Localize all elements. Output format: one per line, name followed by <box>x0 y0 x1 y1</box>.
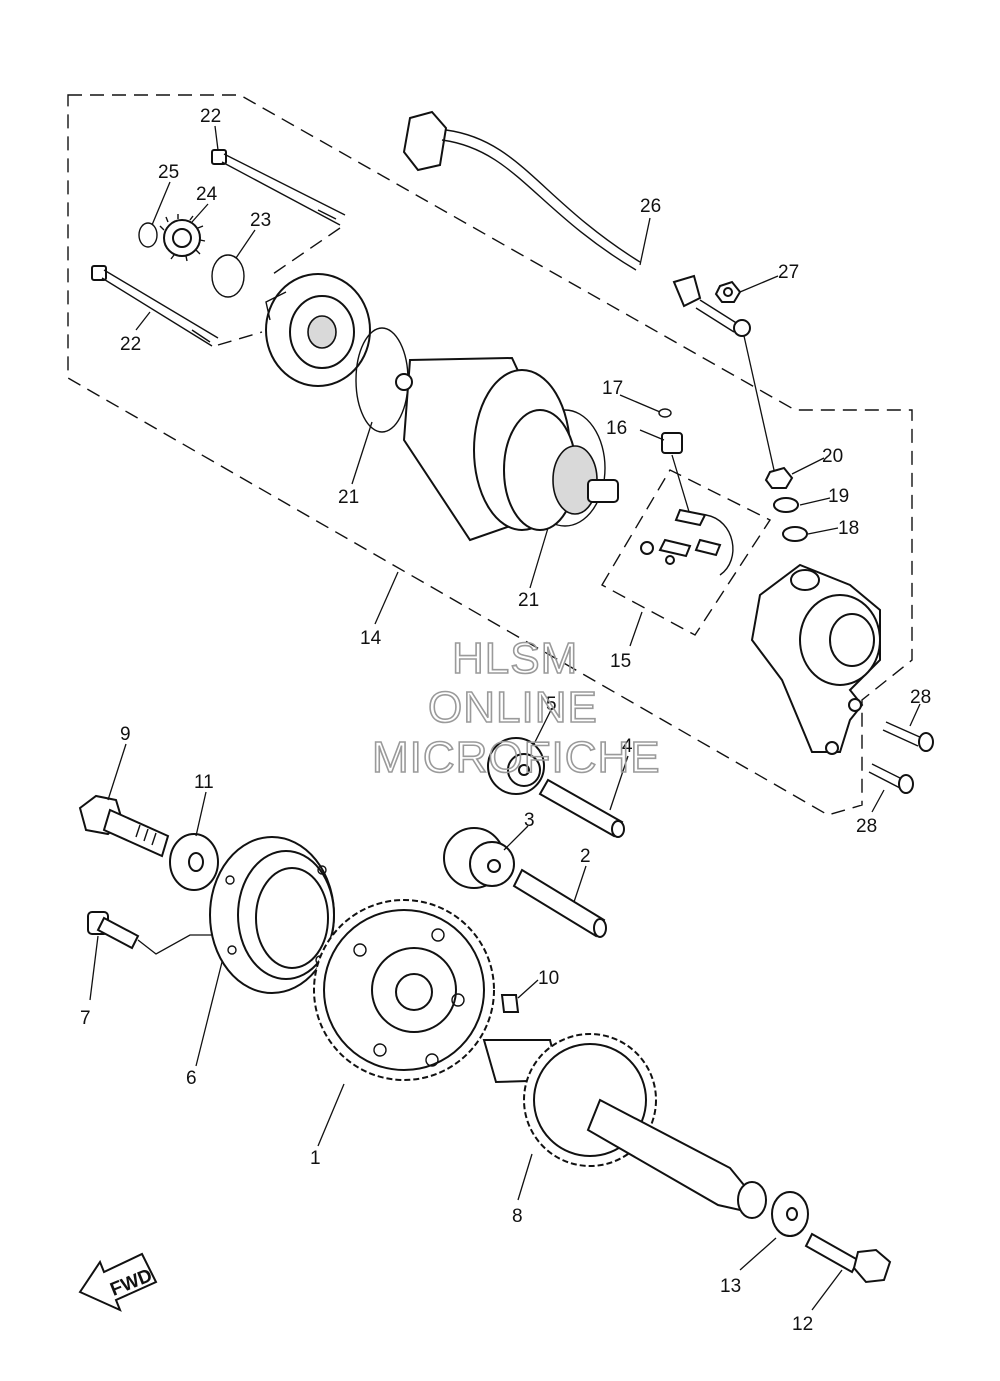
callout-28-top: 28 <box>910 687 931 708</box>
watermark-line-1: HLSM <box>452 634 578 683</box>
callout-8: 8 <box>512 1206 523 1227</box>
starter-clutch-6 <box>209 836 335 994</box>
callout-3: 3 <box>524 810 535 831</box>
callout-9: 9 <box>120 724 131 745</box>
starter-wheel-gear-1 <box>313 899 495 1081</box>
bolt-9 <box>78 794 170 858</box>
brush-set-15 <box>640 508 734 576</box>
idler-gear-5 <box>487 737 545 795</box>
idler-shaft-2 <box>512 868 607 938</box>
callout-18: 18 <box>838 518 859 539</box>
long-bolt-22-lower <box>91 265 219 347</box>
callout-21-left: 21 <box>338 487 359 508</box>
watermark: HLSM ONLINE MICROFICHE <box>371 633 661 783</box>
callout-17: 17 <box>602 378 623 399</box>
starter-motor-body <box>395 356 619 542</box>
callout-10: 10 <box>538 968 559 989</box>
idler-shaft-4 <box>538 778 625 838</box>
callout-1: 1 <box>310 1148 321 1169</box>
callout-11: 11 <box>194 772 214 793</box>
callout-14: 14 <box>360 628 382 649</box>
washer-11 <box>169 833 219 891</box>
bolt-path-lines <box>217 227 341 346</box>
bolt-7 <box>87 911 212 955</box>
bolt-28-upper <box>882 721 934 752</box>
callout-15: 15 <box>610 651 631 672</box>
assembly-outline-14 <box>67 94 913 816</box>
o-ring-23 <box>211 254 245 298</box>
assembly-outline-15 <box>601 469 772 636</box>
callout-20: 20 <box>822 446 843 467</box>
starter-cable-26 <box>402 110 775 471</box>
callout-25: 25 <box>158 162 179 183</box>
terminal-bolt-16 <box>661 432 691 516</box>
circlip-25 <box>138 222 158 248</box>
washer-18 <box>782 526 808 542</box>
callout-13: 13 <box>720 1276 741 1297</box>
nut-27 <box>714 280 742 303</box>
callout-12: 12 <box>792 1314 813 1335</box>
gear-shaft-8 <box>482 1033 767 1219</box>
callout-22-top: 22 <box>200 106 221 127</box>
callout-6: 6 <box>186 1068 197 1089</box>
callout-4: 4 <box>622 736 633 757</box>
callout-5: 5 <box>546 694 557 715</box>
callout-26: 26 <box>640 196 661 217</box>
callout-labels: 22 25 24 23 22 21 21 14 15 17 16 26 27 2… <box>80 106 931 1335</box>
circlip-17 <box>658 408 672 418</box>
starter-front-cover <box>265 273 371 387</box>
callout-7: 7 <box>80 1008 91 1029</box>
leader-lines <box>89 125 921 1311</box>
callout-28-bottom: 28 <box>856 816 877 837</box>
long-bolt-22-upper <box>211 149 346 226</box>
bolt-28-lower <box>868 763 914 794</box>
flange-bolt-12 <box>804 1232 892 1284</box>
callout-19: 19 <box>828 486 849 507</box>
pinion-gear-24 <box>159 214 206 262</box>
callout-23: 23 <box>250 210 271 231</box>
fwd-arrow-icon: FWD <box>78 1252 158 1312</box>
woodruff-key-10 <box>500 994 520 1013</box>
watermark-line-2: ONLINE <box>428 683 598 732</box>
callout-27: 27 <box>778 262 799 283</box>
callout-22-bottom: 22 <box>120 334 141 355</box>
callout-24: 24 <box>196 184 218 205</box>
nut-20 <box>764 466 794 489</box>
starter-rear-housing <box>750 563 881 755</box>
idler-gear-3 <box>443 827 515 889</box>
watermark-line-3: MICROFICHE <box>372 733 661 782</box>
washer-19 <box>773 497 799 513</box>
callout-2: 2 <box>580 846 591 867</box>
callout-21-right: 21 <box>518 590 539 611</box>
callout-16: 16 <box>606 418 627 439</box>
washer-13 <box>771 1191 809 1237</box>
